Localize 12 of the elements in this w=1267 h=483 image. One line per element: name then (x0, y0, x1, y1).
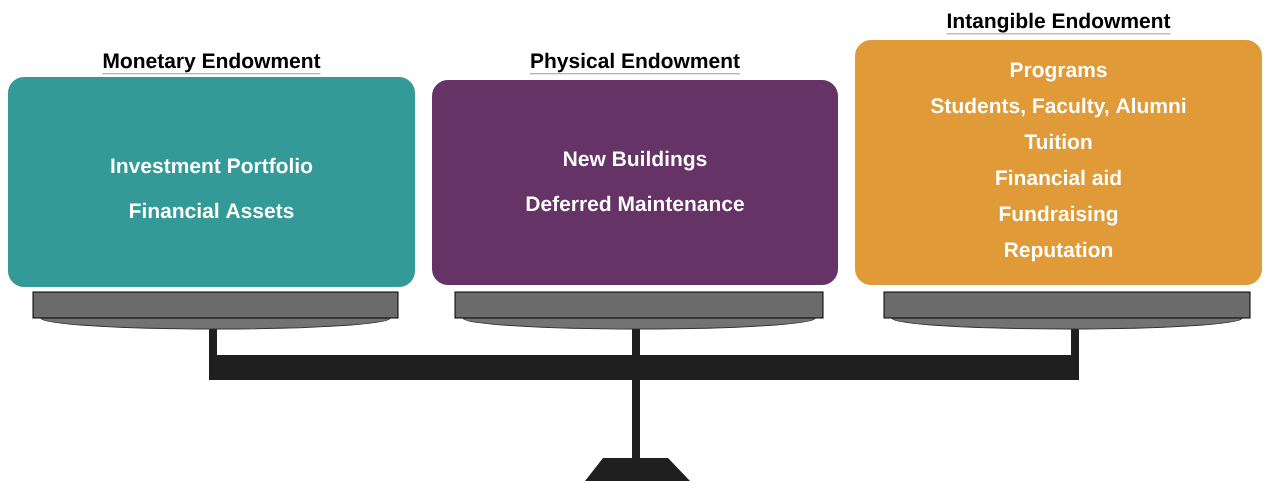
node-label: Tuition (1024, 133, 1092, 150)
node-label: Reputation (1005, 241, 1113, 262)
process-box: New Buildings Deferred Maintenance (432, 80, 838, 285)
heading: Physical Endowment (529, 52, 741, 74)
heading: Intangible Endowment (946, 12, 1171, 35)
process-box: Investment Portfolio Financial Assets (8, 77, 415, 287)
process-box: Programs Students, Faculty, Alumni Tuition Financial aid Fundraising Reputation (855, 40, 1262, 285)
node-label: Fundraising (999, 205, 1118, 226)
node-label: Financial aid (996, 169, 1121, 186)
node-label: Programs (1010, 62, 1107, 82)
node-label: Students, Faculty, Alumni (930, 97, 1186, 118)
heading: Monetary Endowment (102, 52, 321, 74)
